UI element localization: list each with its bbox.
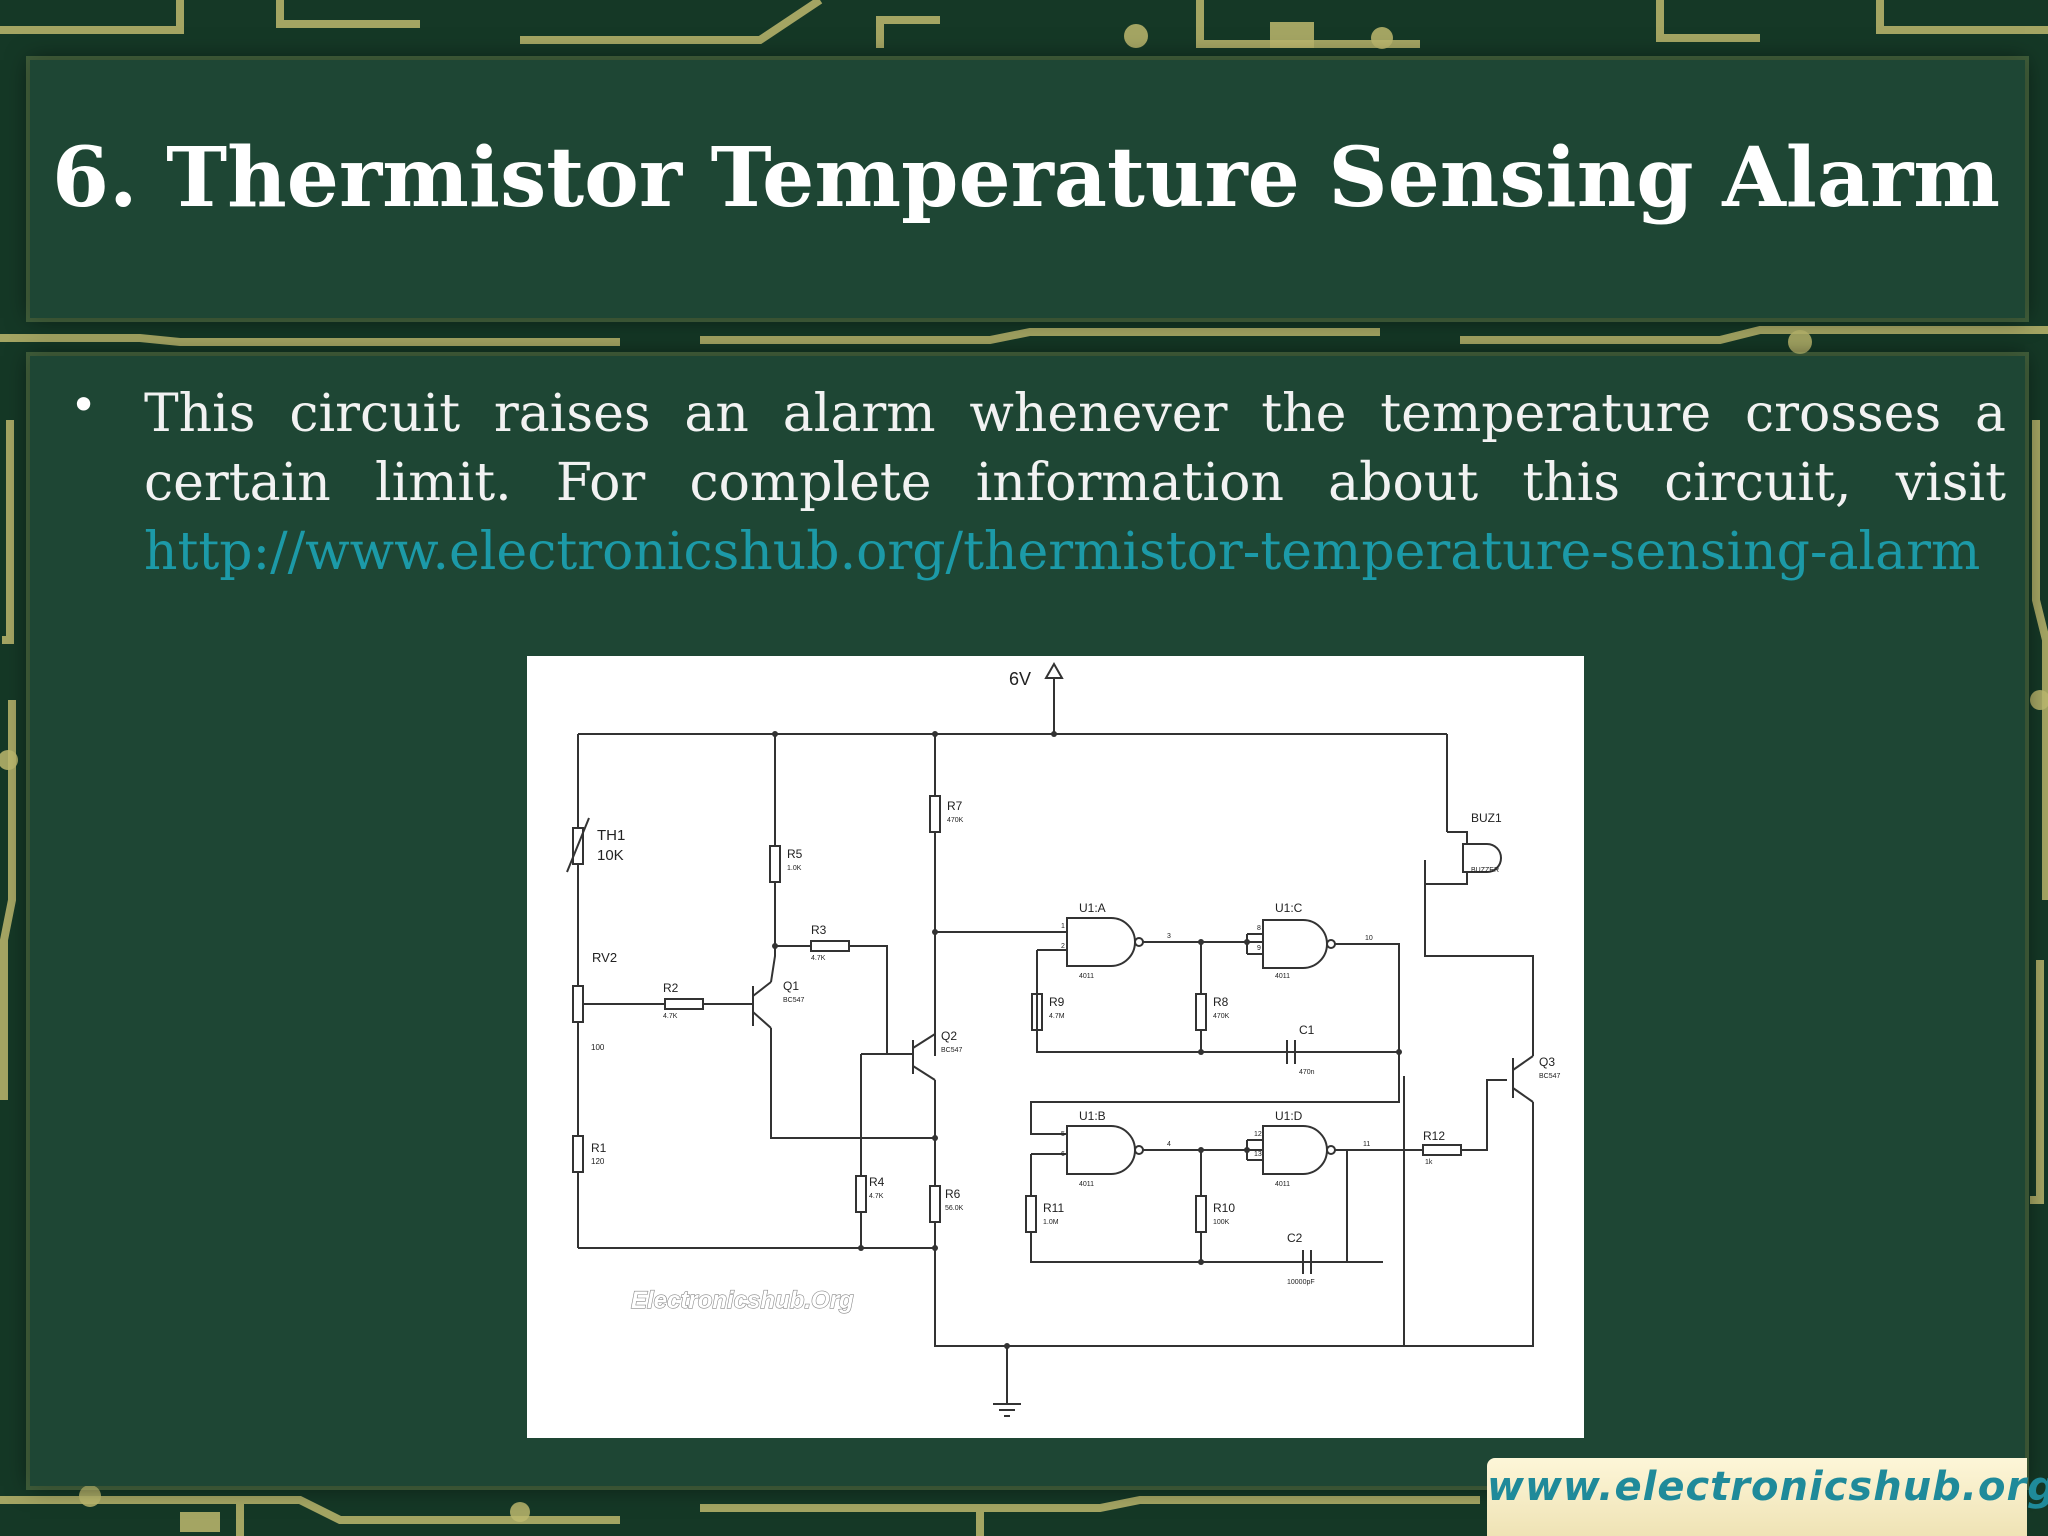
slide-title: 6. Thermistor Temperature Sensing Alarm	[52, 130, 2001, 226]
label-r9: R9	[1049, 995, 1065, 1009]
label-u1d-ic: 4011	[1275, 1181, 1290, 1188]
pin-a1: 1	[1061, 923, 1065, 930]
label-u1c: U1:C	[1275, 901, 1303, 915]
label-q2: Q2	[941, 1029, 957, 1043]
label-q1: Q1	[783, 979, 799, 993]
article-link[interactable]: http://www.electronicshub.org/thermistor…	[144, 522, 1981, 582]
label-c2: C2	[1287, 1231, 1303, 1245]
label-c1: C1	[1299, 1023, 1315, 1037]
label-c2-value: 10000pF	[1287, 1279, 1315, 1286]
label-u1a-ic: 4011	[1079, 973, 1094, 980]
label-r11-value: 1.0M	[1043, 1219, 1059, 1226]
label-u1a: U1:A	[1079, 901, 1106, 915]
pin-a3: 3	[1167, 933, 1171, 940]
label-r2-value: 4.7K	[663, 1013, 678, 1020]
label-u1c-ic: 4011	[1275, 973, 1290, 980]
pin-b4: 4	[1167, 1141, 1171, 1148]
label-r11: R11	[1043, 1201, 1064, 1215]
label-buz1-value: BUZZER	[1471, 867, 1499, 874]
label-r7-value: 470K	[947, 817, 964, 824]
label-r5-value: 1.0K	[787, 865, 802, 872]
footer-site-link[interactable]: www.electronicshub.org	[1487, 1464, 2048, 1510]
label-q2-value: BC547	[941, 1047, 963, 1054]
pin-b6: 6	[1061, 1151, 1065, 1158]
pin-d11: 11	[1363, 1141, 1370, 1148]
label-r12: R12	[1423, 1129, 1445, 1143]
schematic-wires	[566, 661, 1534, 1417]
label-r5: R5	[787, 847, 803, 861]
label-r9-value: 4.7M	[1049, 1013, 1065, 1020]
label-r4-value: 4.7K	[869, 1193, 884, 1200]
label-r8: R8	[1213, 995, 1229, 1009]
label-r1: R1	[591, 1141, 607, 1155]
label-r1-value: 120	[591, 1157, 605, 1166]
label-r10-value: 100K	[1213, 1219, 1230, 1226]
pin-a2: 2	[1061, 943, 1065, 950]
label-r12-value: 1k	[1425, 1159, 1433, 1166]
label-r3-value: 4.7K	[811, 955, 826, 962]
label-r7: R7	[947, 799, 963, 813]
label-r2: R2	[663, 981, 679, 995]
pin-c8: 8	[1257, 925, 1261, 932]
label-r6: R6	[945, 1187, 961, 1201]
label-c1-value: 470n	[1299, 1069, 1315, 1076]
schematic-drawing: 6V TH1 10K RV2 100 R1 120 R2 4.7K R3 4.7…	[566, 661, 1561, 1417]
bullet-text: This circuit raises an alarm whenever th…	[144, 384, 2006, 513]
label-u1b-ic: 4011	[1079, 1181, 1094, 1188]
circuit-schematic: 6V TH1 10K RV2 100 R1 120 R2 4.7K R3 4.7…	[527, 656, 1584, 1438]
label-rv2: RV2	[592, 950, 617, 965]
label-r6-value: 56.0K	[945, 1205, 964, 1212]
schematic-nodes	[772, 731, 1402, 1349]
label-r8-value: 470K	[1213, 1013, 1230, 1020]
label-th1-value: 10K	[597, 847, 624, 864]
bullet-marker: •	[70, 378, 98, 432]
watermark-text: Electronicshub.Org	[631, 1287, 854, 1314]
footer-badge: www.electronicshub.org	[1487, 1458, 2048, 1536]
pin-b5: 5	[1061, 1131, 1065, 1138]
label-u1b: U1:B	[1079, 1109, 1106, 1123]
pin-d12: 12	[1254, 1131, 1262, 1138]
label-r4: R4	[869, 1175, 885, 1189]
pin-c10: 10	[1365, 935, 1373, 942]
label-th1: TH1	[597, 827, 625, 844]
label-r3: R3	[811, 923, 827, 937]
title-panel	[30, 60, 2025, 318]
label-rv2-value: 100	[591, 1043, 605, 1052]
label-q3: Q3	[1539, 1055, 1555, 1069]
pin-c9: 9	[1257, 945, 1261, 952]
pin-d13: 13	[1254, 1151, 1262, 1158]
label-q1-value: BC547	[783, 997, 805, 1004]
label-supply: 6V	[1009, 669, 1031, 689]
label-u1d: U1:D	[1275, 1109, 1303, 1123]
label-buz1: BUZ1	[1471, 811, 1502, 825]
label-q3-value: BC547	[1539, 1073, 1561, 1080]
label-r10: R10	[1213, 1201, 1235, 1215]
